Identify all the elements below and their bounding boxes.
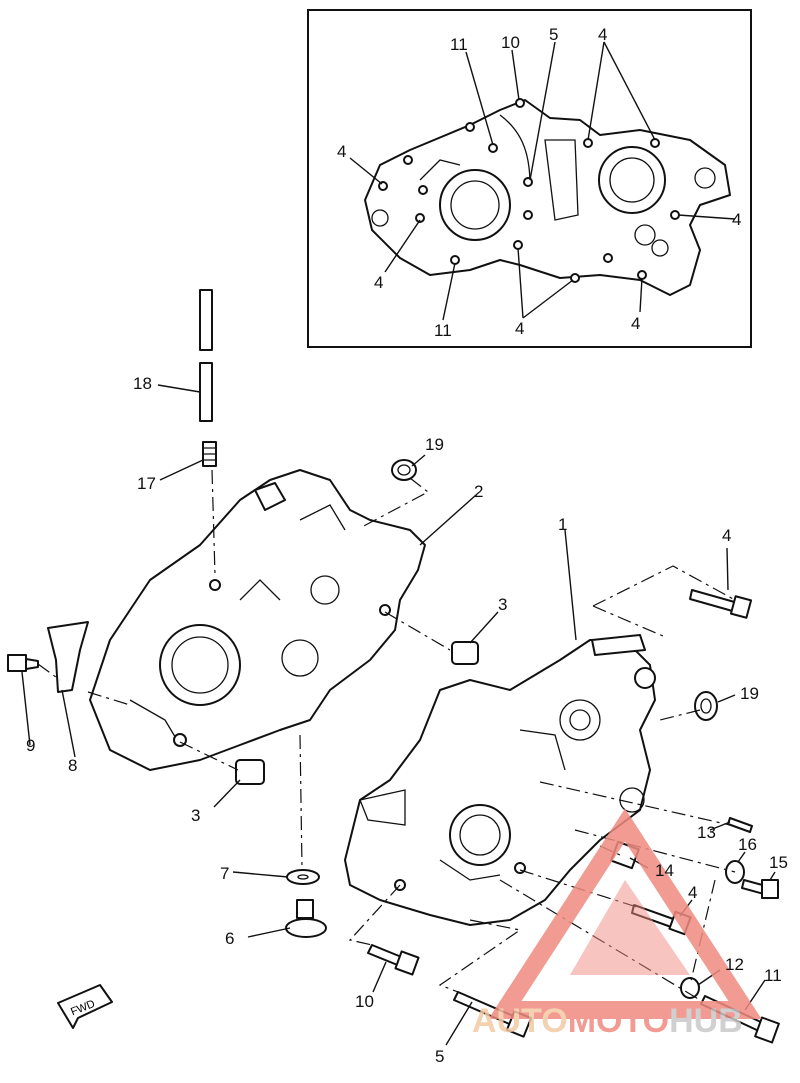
- watermark-auto: AUTO: [472, 1002, 568, 1040]
- callout-3-right: 3: [498, 595, 507, 614]
- callout-12: 12: [725, 955, 744, 974]
- callout-9: 9: [26, 736, 35, 755]
- drain-bolt-6: [285, 899, 327, 938]
- callout-19-right: 19: [740, 684, 759, 703]
- callout-1: 1: [558, 515, 567, 534]
- callout-4-top: 4: [722, 526, 731, 545]
- callout-5: 5: [435, 1047, 444, 1066]
- callout-inset-11a: 11: [450, 35, 468, 54]
- callout-6: 6: [225, 929, 234, 948]
- callout-inset-4-right: 4: [732, 210, 741, 229]
- bolt-4-top: [689, 589, 753, 619]
- right-crankcase-half: [344, 634, 656, 926]
- dowel-pin-18: [199, 289, 213, 422]
- callout-11: 11: [764, 966, 782, 985]
- washer-12: [680, 977, 700, 999]
- stopper-plate-8: [47, 621, 89, 693]
- callout-inset-11b: 11: [434, 321, 452, 340]
- pin-13: [727, 817, 753, 833]
- callout-19-top: 19: [425, 435, 444, 454]
- callout-4-lower: 4: [688, 883, 697, 902]
- washer-7: [286, 869, 320, 885]
- watermark-moto: MOTO: [568, 1002, 669, 1040]
- watermark-logo: AUTOMOTOHUB: [472, 808, 762, 1040]
- spring-17: [202, 441, 217, 467]
- callout-15: 15: [769, 853, 788, 872]
- callout-16: 16: [738, 835, 757, 854]
- callout-13: 13: [697, 823, 716, 842]
- fwd-arrow-icon: FWD: [57, 984, 113, 1029]
- callout-8: 8: [68, 756, 77, 775]
- callout-inset-4-lowright: 4: [631, 314, 640, 333]
- callout-inset-5: 5: [549, 25, 558, 44]
- callout-inset-4-top: 4: [598, 25, 607, 44]
- bolt-10: [367, 944, 420, 976]
- watermark-hub: HUB: [669, 1002, 743, 1040]
- left-crankcase-half: [89, 469, 426, 771]
- leader-lines: [21, 384, 776, 1046]
- bolt-15: [741, 879, 779, 899]
- oil-seal-19-top: [391, 459, 417, 481]
- dowel-3-right: [451, 641, 479, 665]
- callout-17: 17: [137, 474, 156, 493]
- callout-7: 7: [220, 864, 229, 883]
- callout-2: 2: [474, 482, 483, 501]
- callout-3-left: 3: [191, 806, 200, 825]
- callout-labels: 11 10 5 4 4 4 4 11 4 4 18 17 19 2 1 4 3 …: [26, 25, 788, 1066]
- callout-inset-4-left: 4: [337, 142, 346, 161]
- screw-9: [7, 654, 39, 672]
- oil-seal-19-right: [694, 691, 718, 721]
- callout-inset-4-bottom: 4: [515, 319, 524, 338]
- svg-text:AUTOMOTOHUB: AUTOMOTOHUB: [472, 1002, 743, 1040]
- watermark-triangle-icon: [488, 808, 762, 1019]
- callout-inset-10: 10: [501, 33, 520, 52]
- callout-18: 18: [133, 374, 152, 393]
- dowel-3-left: [235, 759, 265, 785]
- inset-crankcase-view: [307, 9, 752, 348]
- callout-inset-4-lowleft: 4: [374, 273, 383, 292]
- callout-10: 10: [355, 992, 374, 1011]
- callout-14: 14: [655, 861, 674, 880]
